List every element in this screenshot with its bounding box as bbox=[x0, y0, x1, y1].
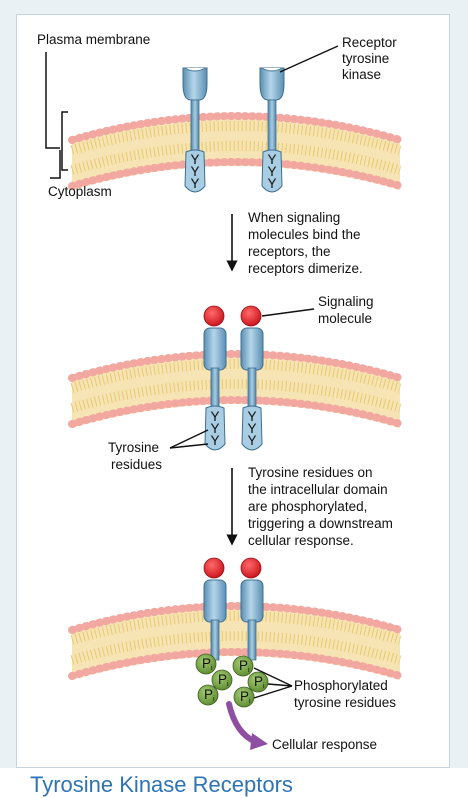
svg-text:Pi: Pi bbox=[239, 658, 250, 674]
svg-text:Y: Y bbox=[247, 409, 256, 424]
receptor-pointer bbox=[279, 45, 339, 73]
signaling-molecule-left-2 bbox=[203, 305, 225, 327]
svg-text:Y: Y bbox=[267, 164, 276, 179]
step2-line1: Tyrosine residues on bbox=[248, 465, 373, 480]
receptor-left-3 bbox=[203, 579, 227, 661]
membrane-3 bbox=[68, 602, 404, 680]
step1-line2: molecules bind the bbox=[248, 227, 361, 242]
label-tyrosine-1: Tyrosine bbox=[108, 440, 159, 455]
svg-text:Y: Y bbox=[190, 164, 199, 179]
signaling-molecule-left-3 bbox=[203, 557, 225, 579]
svg-text:Pi: Pi bbox=[204, 687, 215, 703]
plasma-membrane-bracket bbox=[45, 52, 68, 179]
receptor-right-1 bbox=[259, 67, 285, 193]
svg-text:Pi: Pi bbox=[240, 689, 251, 705]
svg-text:Y: Y bbox=[247, 433, 256, 448]
svg-text:Y: Y bbox=[210, 409, 219, 424]
svg-text:Pi: Pi bbox=[254, 674, 265, 690]
svg-text:Pi: Pi bbox=[202, 656, 213, 672]
step1-line4: receptors dimerize. bbox=[248, 261, 363, 276]
signaling-molecule-right-2 bbox=[240, 305, 262, 327]
step2-line3: are phosphorylated, bbox=[248, 499, 367, 514]
receptor-right-2 bbox=[240, 327, 264, 451]
label-receptor-2: tyrosine bbox=[342, 51, 389, 66]
tyrosine-pointer bbox=[169, 429, 209, 449]
svg-text:Y: Y bbox=[210, 433, 219, 448]
phosphate-labels: Pi Pi Pi Pi Pi Pi bbox=[202, 656, 265, 705]
label-signaling-2: molecule bbox=[318, 311, 372, 326]
svg-text:Pi: Pi bbox=[218, 672, 229, 688]
receptor-left-2 bbox=[203, 327, 227, 451]
label-plasma-membrane: Plasma membrane bbox=[37, 32, 150, 47]
label-tyrosine-2: residues bbox=[111, 457, 162, 472]
svg-text:Y: Y bbox=[247, 421, 256, 436]
step1-line3: receptors, the bbox=[248, 244, 331, 259]
step2-line4: triggering a downstream bbox=[248, 516, 393, 531]
step2-line2: the intracellular domain bbox=[248, 482, 388, 497]
label-receptor-1: Receptor bbox=[342, 35, 397, 50]
svg-text:Y: Y bbox=[190, 176, 199, 191]
receptor-left-1 bbox=[182, 67, 208, 193]
step1-line1: When signaling bbox=[248, 210, 340, 225]
label-phosphorylated-2: tyrosine residues bbox=[294, 695, 396, 710]
phosphate-groups bbox=[195, 653, 269, 708]
label-receptor-3: kinase bbox=[342, 67, 381, 82]
tyrosine-residues-1: Y Y Y Y Y Y bbox=[190, 152, 276, 191]
label-cellular-response: Cellular response bbox=[272, 737, 377, 752]
label-signaling-1: Signaling bbox=[318, 294, 374, 309]
signaling-pointer bbox=[261, 308, 315, 317]
receptor-right-3 bbox=[240, 579, 264, 661]
membrane-1 bbox=[68, 112, 404, 190]
tyrosine-residues-2: Y Y Y Y Y Y bbox=[210, 409, 256, 448]
svg-text:Y: Y bbox=[267, 176, 276, 191]
cellular-response-arrow bbox=[226, 701, 268, 750]
svg-text:Y: Y bbox=[210, 421, 219, 436]
step2-line5: cellular response. bbox=[248, 533, 354, 548]
membrane-2 bbox=[68, 350, 404, 428]
signaling-molecule-right-3 bbox=[240, 557, 262, 579]
figure-caption: Tyrosine Kinase Receptors bbox=[30, 772, 293, 797]
label-cytoplasm: Cytoplasm bbox=[48, 184, 112, 199]
label-phosphorylated-1: Phosphorylated bbox=[294, 678, 388, 693]
phosphorylated-pointer bbox=[253, 667, 293, 699]
svg-text:Y: Y bbox=[190, 152, 199, 167]
svg-text:Y: Y bbox=[267, 152, 276, 167]
